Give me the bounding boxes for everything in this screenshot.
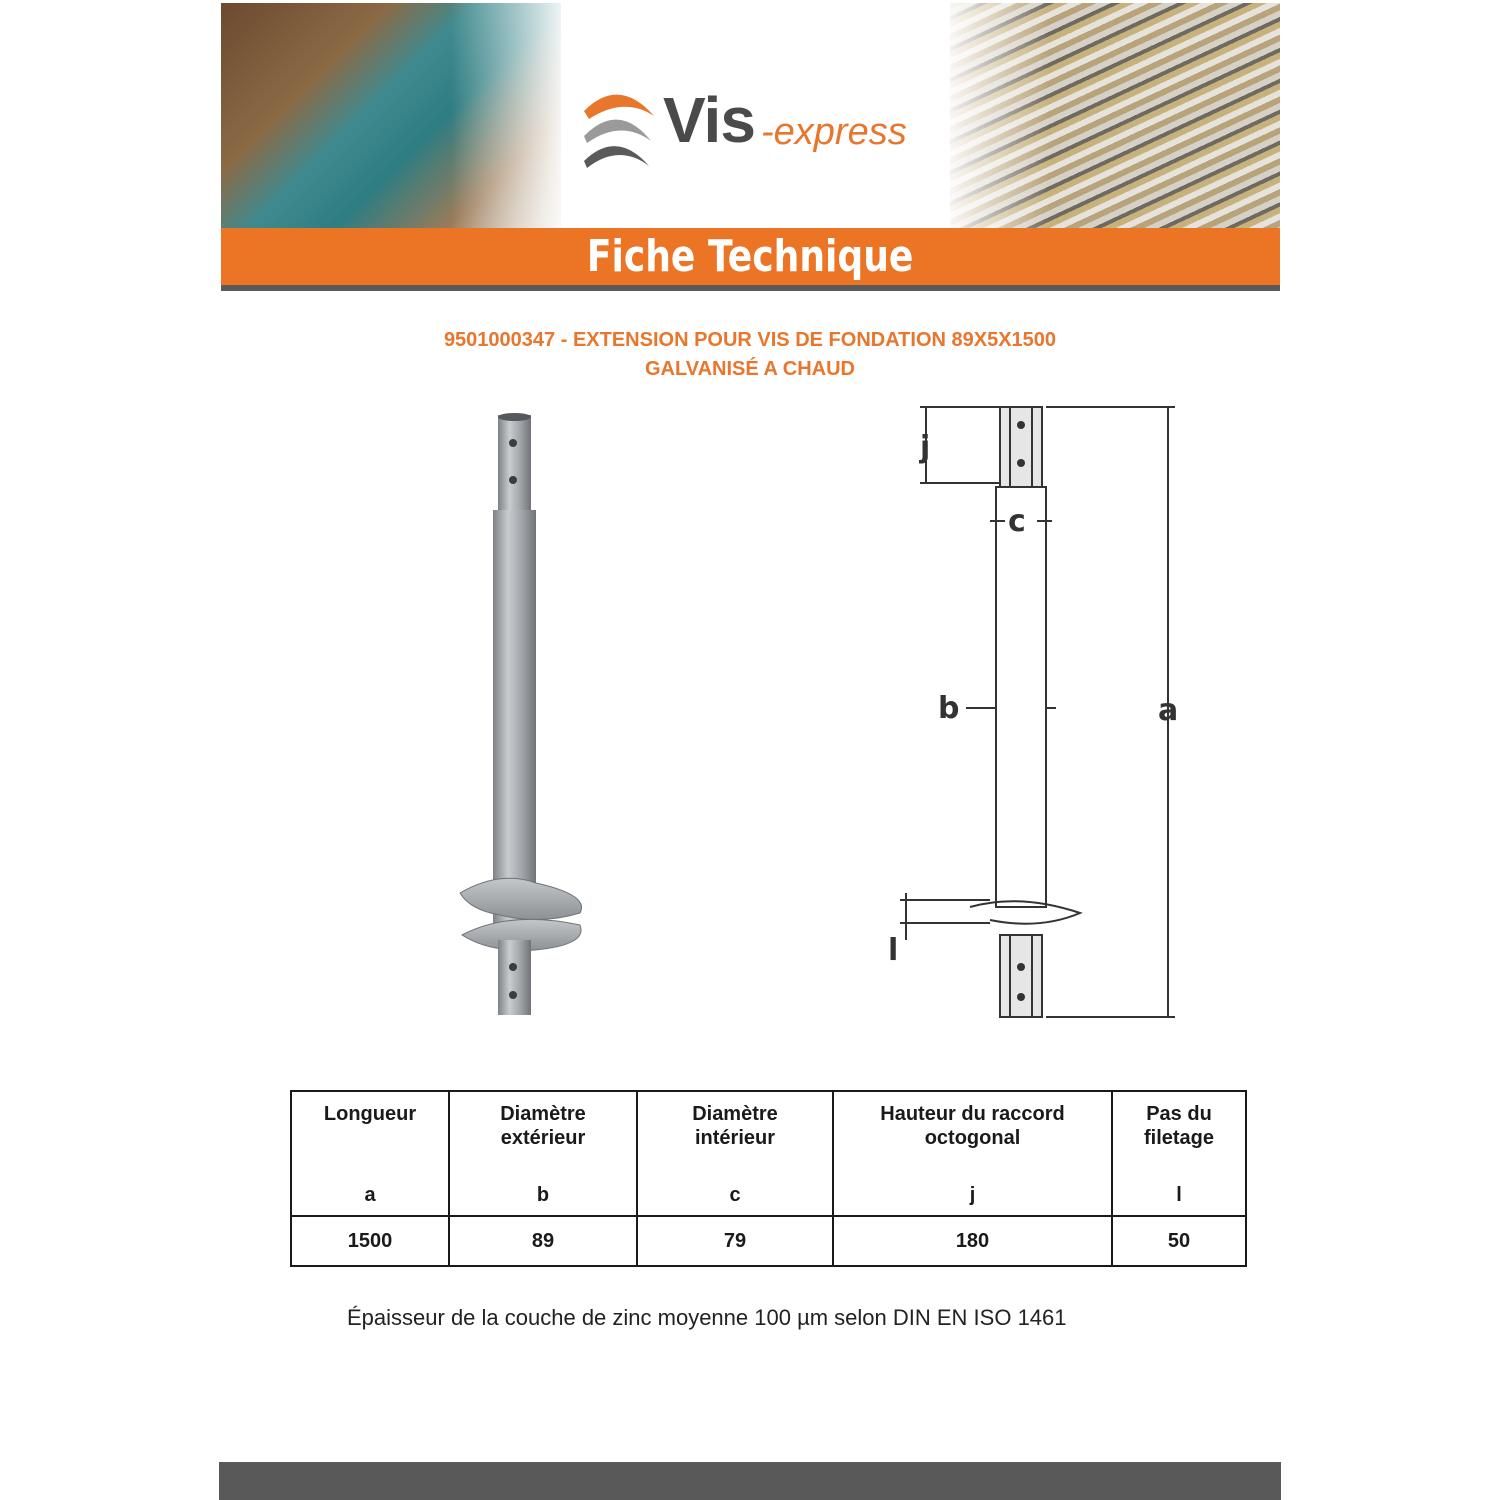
page-title: Fiche Technique	[587, 231, 914, 282]
value-outer-diameter: 89	[448, 1215, 638, 1267]
title-underline	[221, 285, 1280, 291]
value-thread-pitch: 50	[1111, 1215, 1247, 1267]
brand-name: Vis	[663, 84, 756, 156]
column-header-outer-diameter: Diamètre extérieur b	[448, 1090, 638, 1217]
header-banner: Vis -express	[221, 3, 1280, 228]
product-title: 9501000347 - EXTENSION POUR VIS DE FONDA…	[0, 326, 1500, 384]
brand-suffix: -express	[761, 111, 907, 153]
column-header-coupling-height: Hauteur du raccord octogonal j	[832, 1090, 1113, 1217]
drawing-label-b: b	[938, 691, 959, 726]
value-inner-diameter: 79	[636, 1215, 834, 1267]
spec-table-header-row: Longueur a Diamètre extérieur b Diamètre…	[290, 1090, 1247, 1217]
value-coupling-height: 180	[832, 1215, 1113, 1267]
technical-drawing: j c b a l	[888, 406, 1178, 1018]
drawing-label-c: c	[1008, 504, 1026, 539]
spec-table: Longueur a Diamètre extérieur b Diamètre…	[290, 1090, 1247, 1267]
column-symbol: b	[536, 1184, 550, 1206]
value-length: 1500	[290, 1215, 450, 1267]
column-header-inner-diameter: Diamètre intérieur c	[636, 1090, 834, 1217]
column-symbol: j	[969, 1184, 976, 1206]
product-image	[459, 413, 582, 1015]
drawing-label-j: j	[919, 430, 930, 465]
column-symbol: l	[1176, 1184, 1182, 1206]
brand-logo: Vis -express	[579, 81, 939, 181]
footer-bar	[219, 1462, 1281, 1500]
column-symbol: c	[729, 1184, 741, 1206]
column-header-length: Longueur a	[290, 1090, 450, 1217]
drawing-label-a: a	[1158, 693, 1178, 728]
product-title-line2: GALVANISÉ A CHAUD	[645, 358, 855, 380]
zinc-coating-note: Épaisseur de la couche de zinc moyenne 1…	[347, 1305, 1067, 1330]
logo-swoosh-icon	[584, 94, 654, 168]
product-title-line1: 9501000347 - EXTENSION POUR VIS DE FONDA…	[443, 329, 1057, 351]
column-header-thread-pitch: Pas du filetage l	[1111, 1090, 1247, 1217]
table-row: 1500 89 79 180 50	[290, 1215, 1247, 1267]
title-bar: Fiche Technique	[221, 228, 1280, 285]
drawing-label-l: l	[888, 933, 898, 968]
column-symbol: a	[364, 1184, 376, 1206]
